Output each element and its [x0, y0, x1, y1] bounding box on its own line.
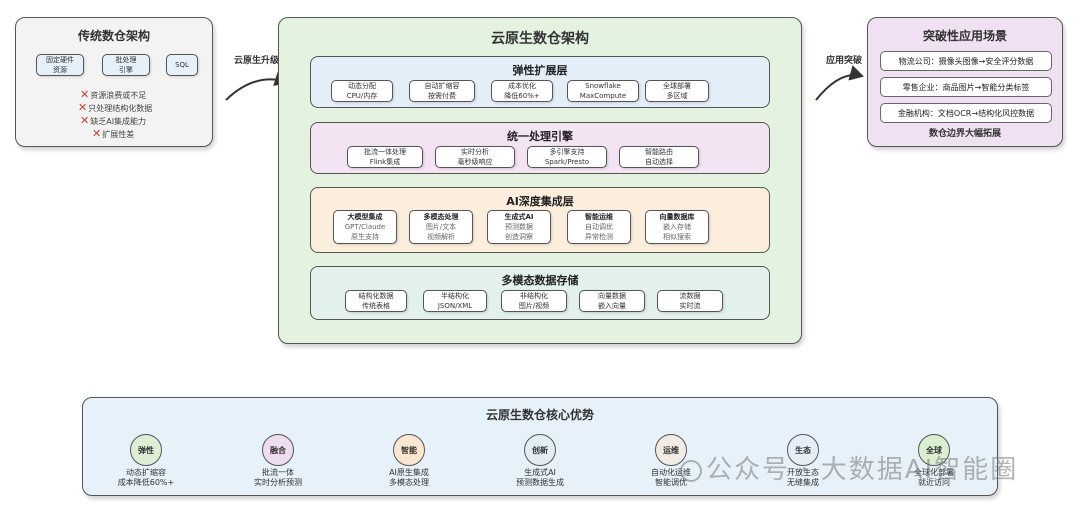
- trad-chip-sql: SQL: [166, 54, 198, 76]
- layer-chip: 多模态处理图片/文本视频解析: [409, 210, 473, 244]
- advantages-title: 云原生数仓核心优势: [485, 408, 594, 422]
- advantage-badge: 生态: [787, 434, 819, 466]
- advantage-badge: 智能: [393, 434, 425, 466]
- upgrade-label: 云原生升级: [234, 56, 280, 66]
- layer-chip: 结构化数据传统表格: [345, 290, 407, 312]
- cross-icon: ✕: [80, 114, 90, 127]
- layer-title: AI深度集成层: [506, 195, 574, 208]
- watermark: 公众号 · 大数据AI智能圈: [680, 449, 1018, 486]
- layer-chip: 全球部署多区域: [645, 80, 709, 102]
- layer-chip: 实时分析毫秒级响应: [435, 146, 515, 168]
- layer-chip: 非结构化图片/视频: [501, 290, 567, 312]
- problem-item: ✕扩展性差: [92, 127, 135, 140]
- problem-item: ✕只处理结构化数据: [78, 101, 153, 114]
- advantage-badge: 弹性: [130, 434, 162, 466]
- traditional-title: 传统数仓架构: [77, 29, 150, 43]
- scenarios-footer: 数仓边界大幅拓展: [928, 129, 1001, 139]
- breakthrough-arrow: [815, 65, 864, 101]
- cross-icon: ✕: [78, 101, 88, 114]
- layer-chip: 成本优化降低60%+: [491, 80, 553, 102]
- advantage-badge: 运维: [655, 434, 687, 466]
- advantage-badge: 全球: [918, 434, 950, 466]
- advantage-desc: 批流一体实时分析预测: [254, 468, 302, 487]
- advantage-badge: 创新: [524, 434, 556, 466]
- advantage-desc: 自动化运维智能调优: [651, 468, 691, 487]
- problem-item: ✕资源浪费或不足: [80, 88, 147, 101]
- advantage-desc: 开放生态无缝集成: [787, 468, 819, 487]
- advantage-desc: 全球化部署就近访问: [914, 468, 954, 487]
- cross-icon: ✕: [92, 127, 102, 140]
- layer-chip: 流数据实时流: [657, 290, 723, 312]
- breakthrough-label: 应用突破: [826, 56, 863, 66]
- scenarios-title: 突破性应用场景: [922, 29, 1007, 43]
- scenario-item: 零售企业：商品图片→智能分类标签: [880, 77, 1052, 97]
- layer-chip: 向量数据嵌入向量: [579, 290, 645, 312]
- layer-chip: 智能运维自动调优异常检测: [567, 210, 631, 244]
- layer-title: 统一处理引擎: [507, 130, 573, 143]
- advantage-desc: 动态扩缩容成本降低60%+: [117, 468, 175, 487]
- scenario-item: 金融机构：文档OCR→结构化风控数据: [880, 103, 1052, 123]
- cross-icon: ✕: [80, 88, 90, 101]
- cloud-title: 云原生数仓架构: [491, 31, 589, 47]
- layer-title: 弹性扩展层: [512, 64, 568, 77]
- traditional-panel: 传统数仓架构 固定硬件 资源 批处理 引擎 SQL ✕资源浪费或不足 ✕只处理结…: [15, 17, 213, 147]
- scenario-item: 物流公司：摄像头图像→安全评分数据: [880, 51, 1052, 71]
- advantage-desc: AI原生集成多模态处理: [389, 468, 429, 487]
- advantage-badge: 融合: [262, 434, 294, 466]
- layer-chip: 自动扩缩容按需付费: [409, 80, 475, 102]
- layer-title: 多模态数据存储: [501, 274, 579, 287]
- wechat-icon: [680, 459, 702, 482]
- trad-chip-hardware: 固定硬件 资源: [36, 54, 84, 76]
- layer-chip: 智能路由自动选择: [619, 146, 699, 168]
- layer-chip: 向量数据库嵌入存储相似搜索: [645, 210, 709, 244]
- problem-item: ✕缺乏AI集成能力: [80, 114, 147, 127]
- trad-chip-batch: 批处理 引擎: [102, 54, 150, 76]
